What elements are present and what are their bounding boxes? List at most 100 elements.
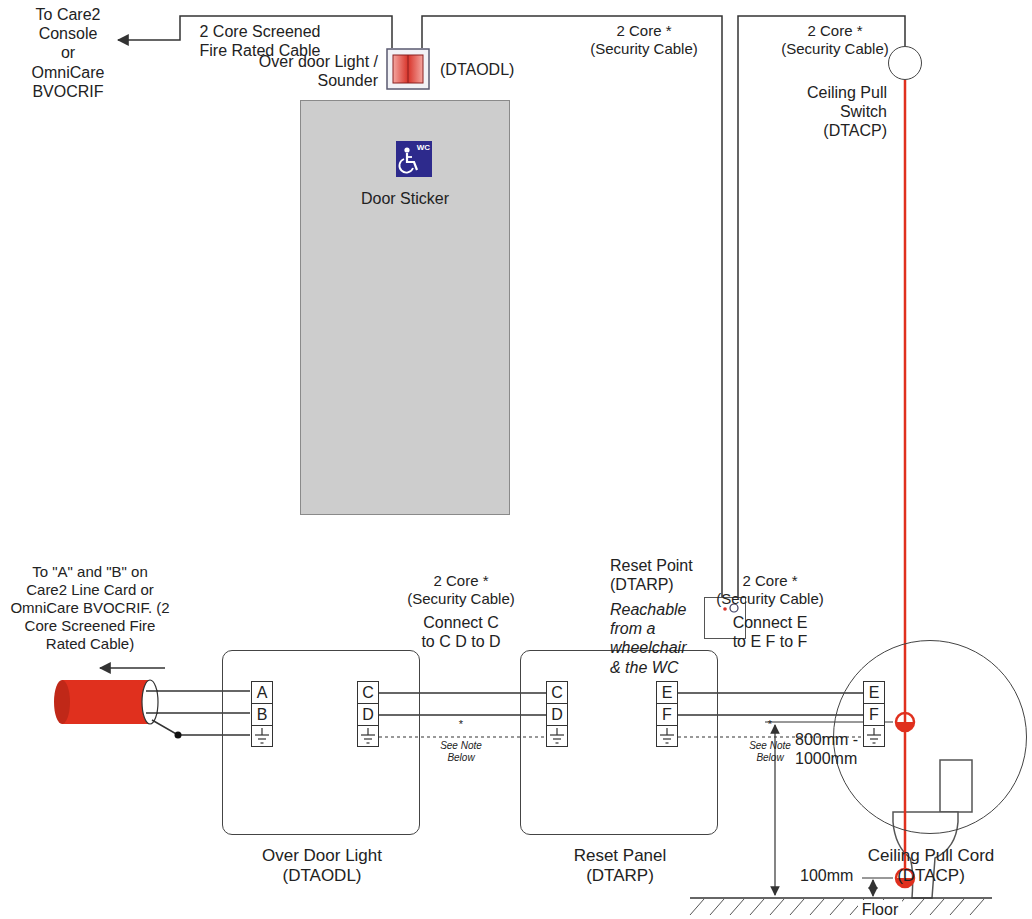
terminal-cell: C [358,682,378,704]
graphic-part [556,728,557,735]
cable-core [146,690,250,692]
hatch-stroke [750,899,764,915]
text-holder: 2 Core * (Security Cable) [585,22,703,58]
text-holder: 2 Core Screened Fire Rated Cable [190,22,330,60]
graphic-part [367,728,368,735]
cable-arrow [100,667,165,669]
device-box: Over Door Light (DTAODL)ABCD [222,650,420,835]
floor-line [690,897,992,899]
graphic-part [258,738,266,739]
text-holder: Connect E to E F to F [730,613,810,651]
hatch-stroke [790,899,804,915]
text-holder: 800mm - 1000mm [795,730,870,768]
terminal-block: CD [546,681,568,747]
dimension-line [872,880,873,896]
annotation: 100mm [800,866,860,885]
terminal-label: C [362,683,374,702]
graphic-part [393,55,423,83]
text-holder: * [764,718,776,731]
cable-label: 2 Core * (Security Cable) [585,22,703,58]
terminal-cell: B [252,704,272,726]
graphic-part [666,742,669,743]
terminal-cell: D [547,704,567,726]
earth-terminal [547,726,567,748]
earth-symbol [864,727,884,747]
wire [738,16,905,597]
graphic-part [408,55,409,83]
text-holder: Reachable from a wheelchair & the WC [610,600,700,677]
graphic-part [361,734,375,735]
cable-label: 2 Core * (Security Cable) [711,572,829,608]
graphic-part [404,147,409,152]
terminal-cell: C [547,682,567,704]
graphic-part [387,49,429,89]
wire [678,714,863,716]
graphic-part [870,738,878,739]
node-label: Reset Panel (DTARP) [545,846,695,887]
cable-core [146,712,158,714]
note-marker: * [455,718,467,731]
cable-core [146,690,158,692]
text-holder: 2 Core * (Security Cable) [711,572,829,608]
annotation: Floor [858,900,902,919]
hatch-stroke [730,899,744,915]
hatch-stroke [690,899,704,915]
text-holder: Door Sticker [301,189,509,208]
cable-end [54,680,70,724]
floor-hatching [690,899,984,915]
cistern [940,760,972,812]
earth-terminal [358,726,378,748]
node-label: WC [414,143,430,153]
text-holder: 100mm [800,866,860,885]
door: Door Sticker WC [300,100,510,515]
terminal-block: EF [656,681,678,747]
hatch-stroke [950,899,964,915]
terminal-block: AB [251,681,273,747]
pull-cord-circle: Ceiling Pull Cord (DTACP)EF [833,640,1027,834]
terminal-label: F [662,705,672,724]
hatch-stroke [770,899,784,915]
graphic-part [666,728,667,735]
graphic-part [553,738,561,739]
earth-terminal [252,726,272,748]
text-holder: Ceiling Pull Switch (DTACP) [801,83,887,141]
over-door-light: Over door Light / Sounder(DTAODL) [386,48,430,90]
hatch-stroke [830,899,844,915]
graphic-part [556,742,559,743]
node-label: Over Door Light (DTAODL) [247,846,397,887]
text-holder: See Note Below [745,740,795,764]
cable-label: 2 Core * (Security Cable) [776,22,894,58]
door-sticker: WC [396,141,432,177]
text-holder: See Note Below [436,740,486,764]
annotation: See Note Below [436,740,486,764]
node-note: Reachable from a wheelchair & the WC [610,600,700,677]
annotation: Connect E to E F to F [730,613,810,651]
wire [678,692,863,694]
terminal-label: E [869,683,880,702]
light-lens [386,48,430,90]
terminal-label: F [869,705,879,724]
screen-dot [175,732,182,739]
pull-cord [904,80,907,870]
text-holder: To Care2 Console or OmniCare BVOCRIF [30,5,106,101]
annotation: To Care2 Console or OmniCare BVOCRIF [30,5,106,101]
graphic-part [663,738,671,739]
graphic-part [550,734,564,735]
node-label: Ceiling Pull Cord (DTACP) [856,846,1006,887]
hatch-stroke [910,899,924,915]
node-label: Reset Point (DTARP) [610,556,700,594]
earth-symbol [252,727,272,747]
hatch-stroke [970,899,984,915]
security-cable [678,693,863,737]
cable-core [146,712,250,714]
node-label: Door Sticker [301,189,509,208]
graphic-part [867,734,881,735]
dimension-tick [862,878,893,879]
graphic-part [873,742,876,743]
ceiling-pull-switch: Ceiling Pull Switch (DTACP) [888,46,922,80]
graphic-part [261,742,264,743]
note-marker: * [764,718,776,731]
hatch-stroke [930,899,944,915]
graphic-part [723,607,727,611]
earth-symbol [358,727,378,747]
